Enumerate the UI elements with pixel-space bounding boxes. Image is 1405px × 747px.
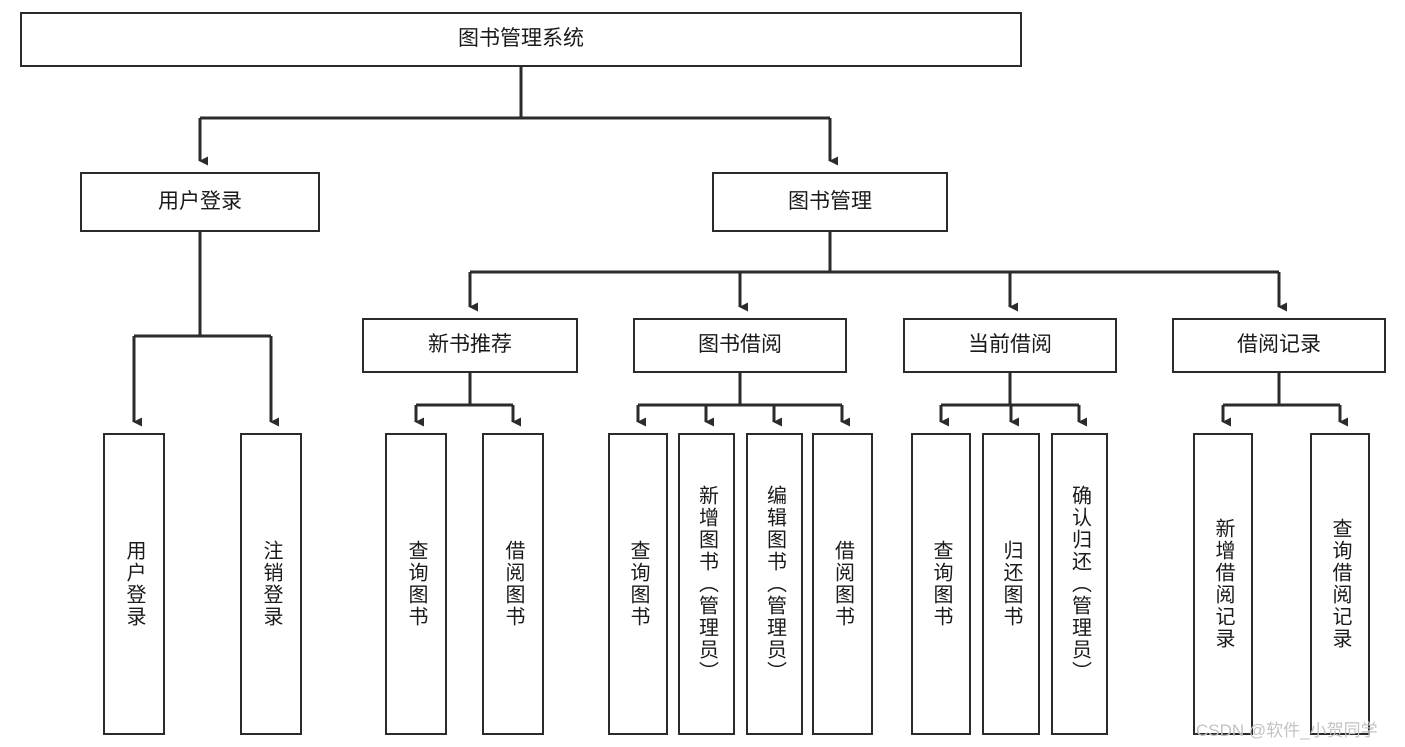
node-leaf-rec-query-record: 查询借阅记录 (1310, 433, 1370, 735)
node-label-leaf-rec-borrow-book: 借阅图书 (502, 540, 524, 628)
node-label-new-book-rec: 新书推荐 (428, 333, 512, 357)
node-label-book-borrow: 图书借阅 (698, 333, 782, 357)
node-label-leaf-borrow-add-book: 新增图书（管理员） (695, 485, 718, 683)
node-borrow-record: 借阅记录 (1172, 318, 1386, 373)
node-label-leaf-borrow-query-book: 查询图书 (627, 540, 649, 628)
node-root: 图书管理系统 (20, 12, 1022, 67)
node-book-manage: 图书管理 (712, 172, 948, 232)
node-label-leaf-rec-query-book: 查询图书 (405, 540, 427, 628)
node-label-borrow-record: 借阅记录 (1237, 333, 1321, 357)
node-label-user-login: 用户登录 (158, 189, 242, 213)
node-leaf-cur-return-book: 归还图书 (982, 433, 1040, 735)
node-current-borrow: 当前借阅 (903, 318, 1117, 373)
node-label-leaf-user-login: 用户登录 (123, 540, 145, 628)
node-leaf-borrow-query-book: 查询图书 (608, 433, 668, 735)
node-label-current-borrow: 当前借阅 (968, 333, 1052, 357)
node-leaf-borrow-add-book: 新增图书（管理员） (678, 433, 735, 735)
node-label-leaf-borrow-edit-book: 编辑图书（管理员） (763, 485, 786, 683)
node-book-borrow: 图书借阅 (633, 318, 847, 373)
node-leaf-borrow-lend-book: 借阅图书 (812, 433, 873, 735)
node-label-leaf-rec-add-record: 新增借阅记录 (1212, 518, 1234, 650)
node-leaf-user-login: 用户登录 (103, 433, 165, 735)
node-label-root: 图书管理系统 (458, 27, 584, 51)
node-leaf-borrow-edit-book: 编辑图书（管理员） (746, 433, 803, 735)
node-label-leaf-user-logout: 注销登录 (260, 540, 282, 628)
node-leaf-rec-borrow-book: 借阅图书 (482, 433, 544, 735)
node-new-book-rec: 新书推荐 (362, 318, 578, 373)
node-label-leaf-cur-confirm-return: 确认归还（管理员） (1068, 485, 1091, 683)
node-user-login: 用户登录 (80, 172, 320, 232)
node-leaf-user-logout: 注销登录 (240, 433, 302, 735)
node-leaf-cur-confirm-return: 确认归还（管理员） (1051, 433, 1108, 735)
node-label-leaf-borrow-lend-book: 借阅图书 (831, 540, 854, 628)
node-leaf-cur-query-book: 查询图书 (911, 433, 971, 735)
node-label-book-manage: 图书管理 (788, 189, 872, 213)
node-leaf-rec-query-book: 查询图书 (385, 433, 447, 735)
node-label-leaf-cur-query-book: 查询图书 (930, 540, 952, 628)
connector-lines (132, 67, 1348, 427)
node-label-leaf-rec-query-record: 查询借阅记录 (1329, 518, 1351, 650)
node-leaf-rec-add-record: 新增借阅记录 (1193, 433, 1253, 735)
node-label-leaf-cur-return-book: 归还图书 (1000, 540, 1022, 628)
